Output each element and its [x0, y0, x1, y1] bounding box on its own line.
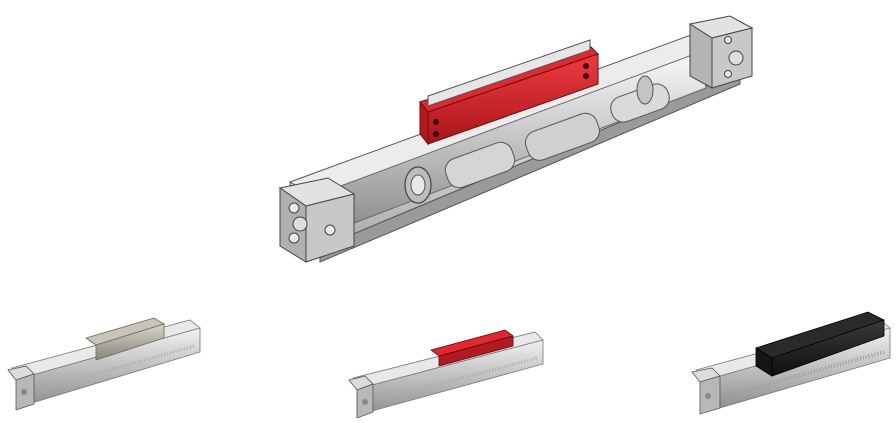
rodless-cylinder-cutaway-illustration [278, 15, 754, 263]
rodless-cylinder-black-carriage-photo [691, 311, 891, 415]
red-carriage [419, 39, 599, 146]
internal-piston-tube [329, 51, 707, 231]
rodless-cylinder-red-carriage-photo [348, 329, 544, 418]
left-end-cap [278, 177, 356, 263]
right-end-cap [688, 15, 754, 89]
rodless-cylinder-steel-carriage-photo [7, 317, 201, 410]
